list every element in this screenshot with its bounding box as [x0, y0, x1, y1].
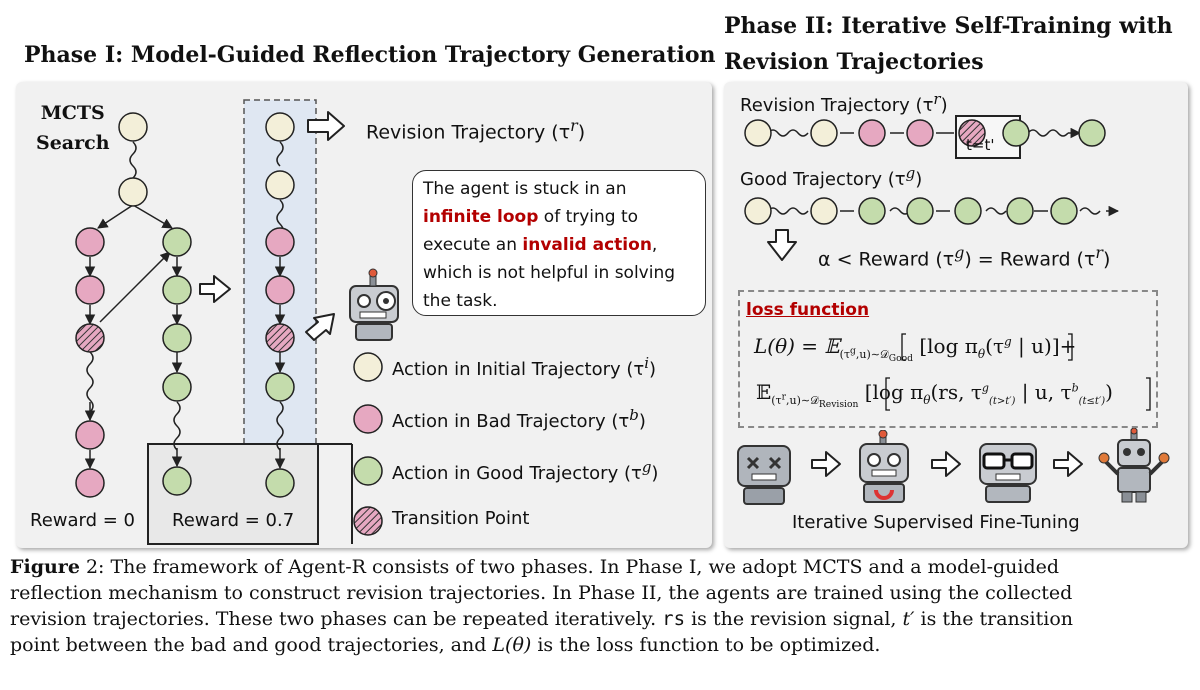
- squiggle-edge: [129, 141, 137, 179]
- loss-line2: 𝔼(τr,u)∼𝒟Revision [log πθ(rs, τg(t>t′) |…: [756, 380, 1113, 411]
- mcts-search-label: MCTS Search: [36, 98, 110, 158]
- mcts-line1: MCTS: [40, 102, 105, 124]
- revision-node-transition: [265, 323, 295, 353]
- revision-node-bad: [265, 227, 295, 257]
- node-good: [162, 227, 192, 257]
- hollow-arrow-icon: [199, 275, 231, 303]
- robot-reflecting-icon: [349, 268, 399, 341]
- legend-bad-swatch: [353, 404, 383, 434]
- phase1-title: Phase I: Model-Guided Reflection Traject…: [24, 42, 716, 68]
- hollow-arrow-icon: [811, 451, 841, 477]
- hollow-down-arrow-icon: [767, 229, 797, 261]
- loss-line1: L(θ) = 𝔼(τg,u)∼𝒟Good [log πθ(τg | u)]+: [754, 334, 1077, 365]
- loss-function-title: loss function: [746, 300, 870, 320]
- legend-transition-swatch: [353, 506, 383, 536]
- hollow-arrow-icon: [307, 111, 345, 141]
- callout-line: execute an invalid action,: [423, 235, 658, 255]
- loss-function-box: [738, 290, 1158, 428]
- transition-time-label: t=t': [966, 136, 995, 154]
- reward-equation: α < Reward (τg) = Reward (τr): [818, 243, 1111, 271]
- node-good: [162, 466, 192, 496]
- reflection-callout: The agent is stuck in an infinite loop o…: [412, 170, 706, 316]
- caption-line: Figure 2: The framework of Agent-R consi…: [10, 556, 1060, 578]
- node-bad: [75, 227, 105, 257]
- mcts-line2: Search: [36, 132, 110, 154]
- legend-good: Action in Good Trajectory (τg): [392, 458, 659, 484]
- reward-bad-label: Reward = 0: [30, 510, 136, 531]
- caption-line: revision trajectories. These two phases …: [10, 608, 1074, 630]
- node-good: [162, 275, 192, 305]
- phase2-title: Phase II: Iterative Self-Training with R…: [724, 8, 1173, 80]
- p2-good-label: Good Trajectory (τg): [740, 164, 923, 190]
- callout-line: infinite loop of trying to: [423, 207, 639, 227]
- legend-good-swatch: [353, 456, 383, 486]
- sft-label: Iterative Supervised Fine-Tuning: [792, 512, 1080, 533]
- phase2-panel: [724, 82, 1188, 548]
- hollow-arrow-icon: [305, 313, 335, 341]
- legend-bad: Action in Bad Trajectory (τb): [392, 406, 646, 432]
- node-bad: [75, 468, 105, 498]
- caption-line: reflection mechanism to construct revisi…: [10, 582, 1073, 604]
- revision-node-initial: [265, 170, 295, 200]
- phase2-title-line2: Revision Trajectories: [724, 49, 984, 75]
- node-bad: [75, 275, 105, 305]
- node-bad: [75, 420, 105, 450]
- robot-glasses-icon: [979, 443, 1037, 503]
- node-transition: [75, 323, 105, 353]
- node-good: [162, 372, 192, 402]
- hollow-arrow-icon: [1053, 451, 1083, 477]
- robot-broken-icon: [737, 445, 791, 505]
- phase2-title-line1: Phase II: Iterative Self-Training with: [724, 13, 1173, 39]
- legend-initial-swatch: [353, 352, 383, 382]
- caption-line: point between the bad and good trajector…: [10, 634, 881, 656]
- legend-initial: Action in Initial Trajectory (τi): [392, 354, 657, 380]
- callout-line: The agent is stuck in an: [423, 179, 627, 199]
- legend-transition: Transition Point: [392, 508, 530, 529]
- p2-revision-label: Revision Trajectory (τr): [740, 90, 948, 116]
- robot-training-icon: [859, 430, 909, 503]
- node-initial: [118, 112, 148, 142]
- node-good: [162, 323, 192, 353]
- revision-node-initial: [265, 112, 295, 142]
- hollow-arrow-icon: [931, 451, 961, 477]
- robot-strong-icon: [1098, 428, 1170, 503]
- revision-node-bad: [265, 275, 295, 305]
- revision-trajectory-label: Revision Trajectory (τr): [366, 116, 586, 144]
- reward-good-label: Reward = 0.7: [172, 510, 295, 531]
- node-initial: [118, 177, 148, 207]
- callout-line: the task.: [423, 291, 498, 311]
- callout-line: which is not helpful in solving: [423, 263, 676, 283]
- figure-caption: Figure 2: The framework of Agent-R consi…: [10, 554, 1192, 658]
- revision-node-good: [265, 372, 295, 402]
- revision-node-good: [265, 468, 295, 498]
